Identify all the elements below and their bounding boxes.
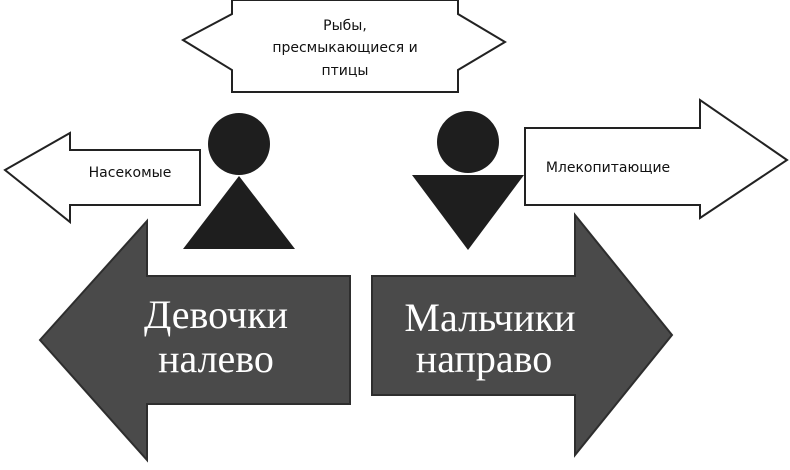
boy-body-icon (412, 175, 524, 250)
right-box-label: Млекопитающие (546, 160, 670, 176)
boy-head-icon (437, 111, 499, 173)
boys-arrow-line-2: направо (416, 336, 552, 381)
top-double-arrow-shape (180, 0, 507, 93)
girl-figure-icon (183, 113, 295, 249)
top-box-line-1: Рыбы, (323, 18, 367, 34)
right-arrow-box: Млекопитающие (524, 98, 789, 220)
girls-arrow-line-2: налево (158, 336, 274, 381)
left-arrow-box: Насекомые (3, 131, 201, 225)
top-box-line-2: пресмыкающиеся и (272, 40, 417, 56)
boys-right-arrow: Мальчики направо (371, 212, 674, 458)
girl-head-icon (208, 113, 270, 175)
girls-left-arrow-shape (38, 218, 351, 463)
top-double-arrow-box: Рыбы, пресмыкающиеся и птицы (180, 0, 507, 93)
boys-arrow-line-1: Мальчики (404, 295, 575, 340)
girls-arrow-line-1: Девочки (144, 292, 288, 337)
left-box-label: Насекомые (89, 165, 172, 181)
boy-figure-icon (412, 111, 524, 250)
right-arrow-box-shape (524, 98, 789, 220)
left-arrow-box-shape (3, 131, 201, 225)
top-box-line-3: птицы (322, 63, 369, 79)
boys-right-arrow-shape (371, 212, 674, 458)
girls-left-arrow: Девочки налево (38, 218, 351, 463)
girl-body-icon (183, 176, 295, 249)
